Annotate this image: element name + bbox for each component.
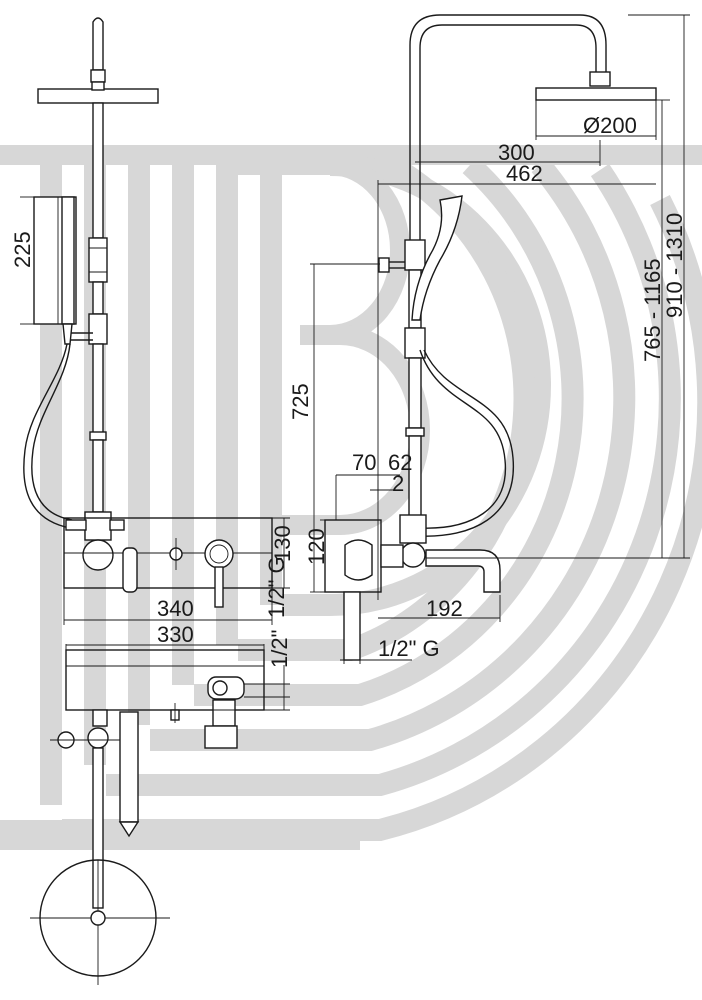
dim-340: 340 <box>157 596 194 621</box>
dim-225: 225 <box>10 231 35 268</box>
side-view <box>310 14 690 664</box>
dim-300: 300 <box>498 140 535 165</box>
dim-120: 120 <box>304 528 329 565</box>
front-view <box>20 17 290 625</box>
dim-130: 130 <box>270 525 295 562</box>
plan-view <box>30 644 290 985</box>
dim-70: 70 <box>352 450 376 475</box>
dim-910-1310: 910 - 1310 <box>662 213 687 318</box>
dim-2: 2 <box>392 471 404 496</box>
dim-half-inch-g-right: 1/2" G <box>378 636 440 661</box>
watermark-logo <box>0 145 702 850</box>
dim-330: 330 <box>157 622 194 647</box>
dim-half-inch-g-left: 1/2" G <box>264 556 289 618</box>
dim-725: 725 <box>288 383 313 420</box>
dim-62: 62 <box>388 450 412 475</box>
dim-half-inch-left: 1/2" <box>267 630 292 668</box>
dim-462: 462 <box>506 161 543 186</box>
dim-200: Ø200 <box>583 113 637 138</box>
dimension-labels: 225 725 300 462 Ø200 765 - 1165 910 - 13… <box>10 113 687 668</box>
dim-192: 192 <box>426 596 463 621</box>
dim-765-1165: 765 - 1165 <box>640 258 665 362</box>
